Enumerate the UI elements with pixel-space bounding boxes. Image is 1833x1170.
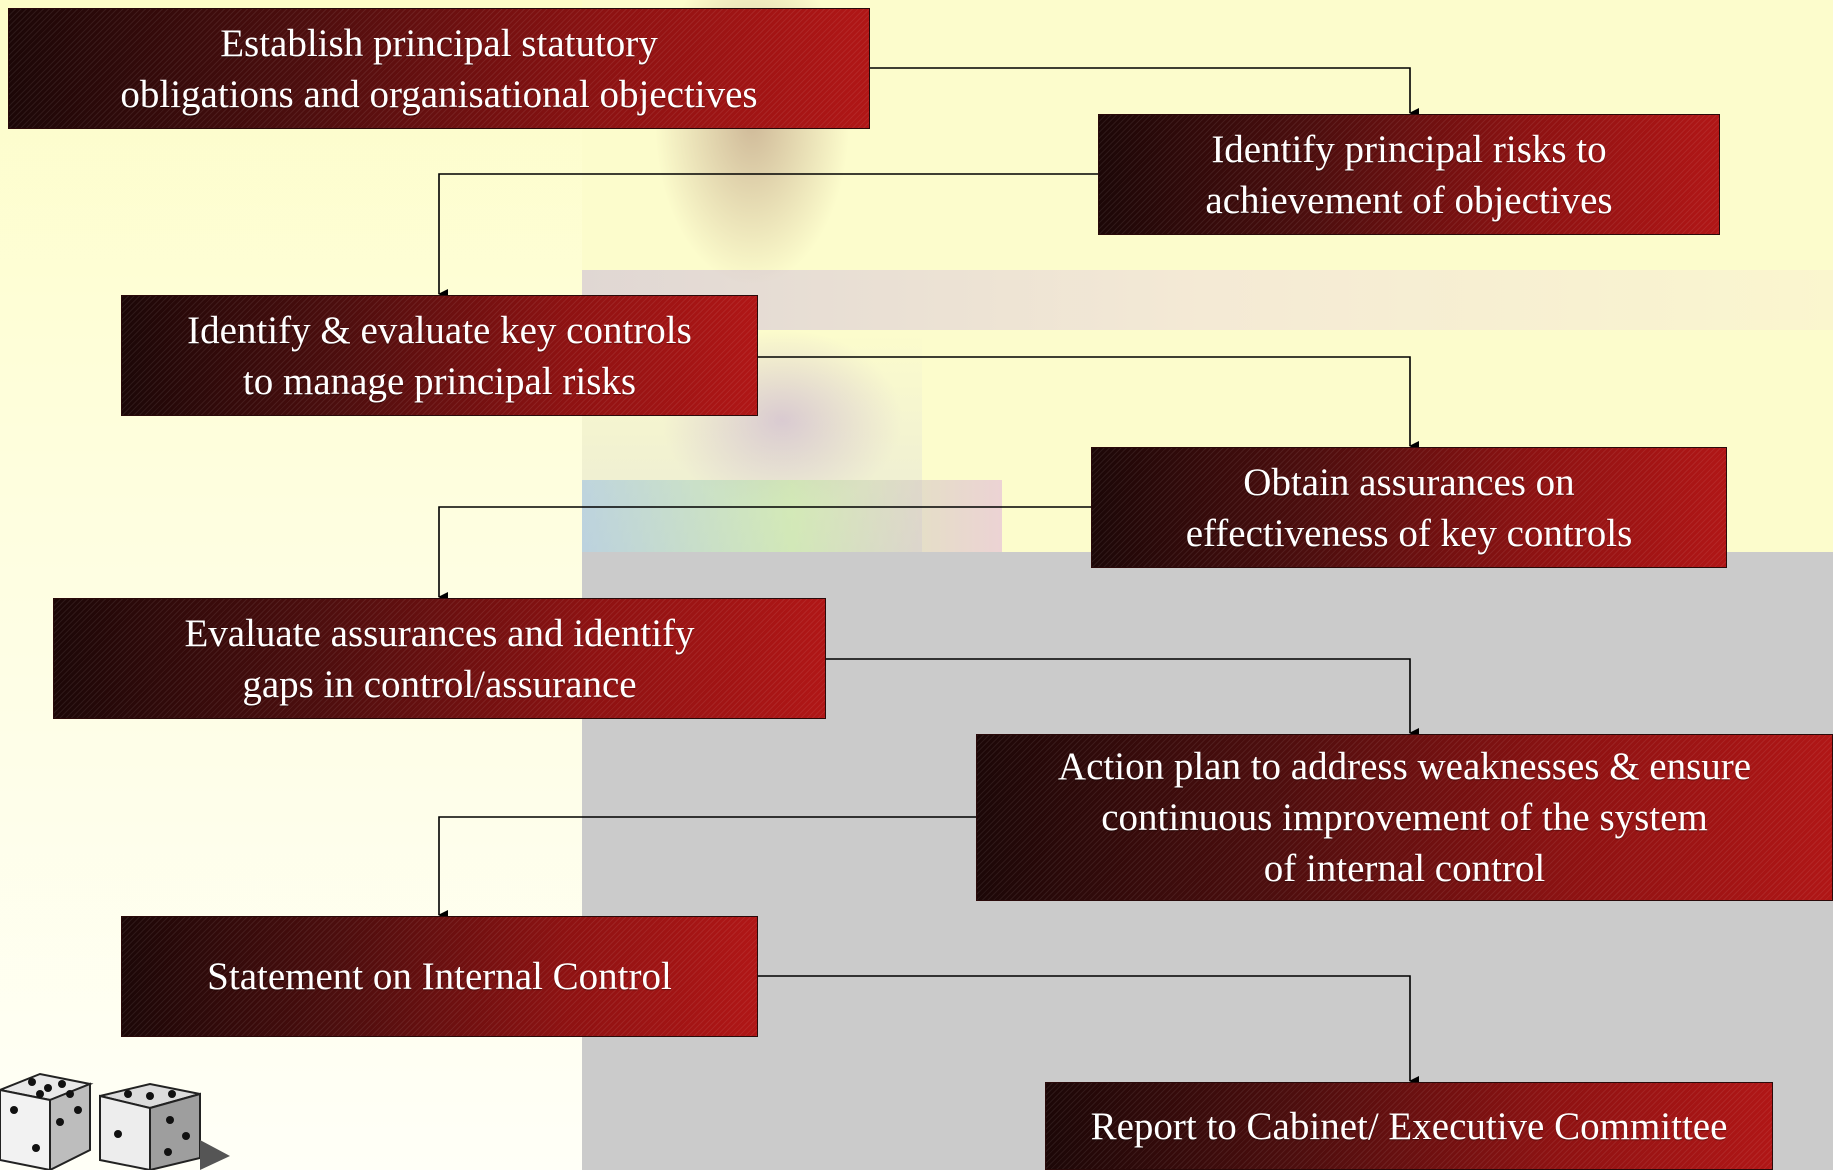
step-evaluate-key-controls: Identify & evaluate key controls to mana… [121, 295, 758, 416]
step-identify-risks: Identify principal risks to achievement … [1098, 114, 1720, 235]
connector-4-to-5 [438, 506, 1091, 602]
connector-6-to-7 [438, 816, 976, 920]
dice-icon [0, 1072, 230, 1170]
step-action-plan: Action plan to address weaknesses & ensu… [976, 734, 1833, 901]
faded-background-band [582, 270, 1833, 330]
connector-7-to-8 [758, 975, 1419, 1086]
step-obtain-assurances: Obtain assurances on effectiveness of ke… [1091, 447, 1727, 568]
step-establish-objectives: Establish principal statutory obligation… [8, 8, 870, 129]
step-evaluate-assurances: Evaluate assurances and identify gaps in… [53, 598, 826, 719]
step-statement-internal-control: Statement on Internal Control [121, 916, 758, 1037]
connector-2-to-3 [438, 173, 1098, 299]
connector-3-to-4 [758, 356, 1419, 451]
faded-background-strip [582, 480, 1002, 552]
step-report-to-cabinet: Report to Cabinet/ Executive Committee [1045, 1082, 1773, 1170]
connector-5-to-6 [826, 658, 1419, 738]
die-right [99, 1082, 230, 1170]
die-left [0, 1072, 94, 1170]
connector-1-to-2 [870, 67, 1419, 118]
